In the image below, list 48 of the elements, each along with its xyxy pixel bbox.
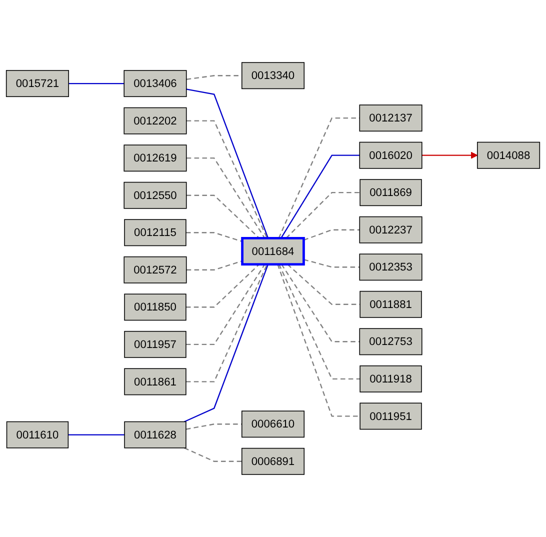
- node-box: 0011869: [360, 179, 422, 206]
- node-box: 0011850: [124, 294, 186, 321]
- node-box: 0015721: [6, 70, 69, 98]
- node-box: 0012619: [124, 144, 187, 172]
- node-box: 0012353: [359, 254, 422, 281]
- connector: [277, 264, 360, 417]
- node-box: 0012572: [124, 256, 187, 284]
- node-box: 0012137: [359, 104, 422, 132]
- connector: [68, 82, 124, 84]
- connector: [184, 264, 269, 422]
- connector: [186, 264, 266, 346]
- node-box: 0012237: [359, 216, 422, 244]
- connector: [281, 264, 360, 342]
- connector: [304, 258, 360, 268]
- node-box: 0011951: [360, 402, 422, 430]
- node-box: 0012753: [359, 328, 422, 356]
- node-box: 0011918: [360, 365, 422, 392]
- node-box: 0012202: [124, 107, 187, 134]
- connector: [184, 447, 242, 462]
- node-box: 0011628: [124, 421, 186, 448]
- node-box: 0013340: [241, 62, 305, 90]
- node-box: 0011861: [124, 368, 186, 396]
- connector: [186, 88, 269, 238]
- node-box: 0011610: [6, 421, 69, 448]
- connector: [186, 158, 266, 238]
- connector: [68, 434, 125, 436]
- node-box: 0014088: [477, 142, 540, 169]
- connector: [186, 264, 260, 308]
- node-box: 0013406: [124, 70, 187, 98]
- connector: [186, 120, 268, 238]
- connector: [286, 192, 360, 239]
- connector: [280, 154, 360, 238]
- connector: [278, 264, 360, 380]
- node-box: 0006891: [241, 448, 305, 475]
- connector: [186, 260, 242, 270]
- node-box: 0011684: [241, 236, 305, 266]
- node-box: 0011881: [360, 290, 422, 318]
- connector: [278, 117, 360, 238]
- connector: [186, 264, 268, 382]
- connector: [186, 194, 260, 239]
- arrow: [422, 152, 478, 159]
- connector: [186, 232, 242, 242]
- node-box: 0012550: [124, 182, 187, 209]
- connector: [304, 229, 360, 241]
- node-box: 0016020: [359, 142, 422, 169]
- node-box: 0011957: [124, 330, 186, 358]
- node-box: 0006610: [241, 410, 305, 438]
- node-box: 0012115: [124, 219, 186, 246]
